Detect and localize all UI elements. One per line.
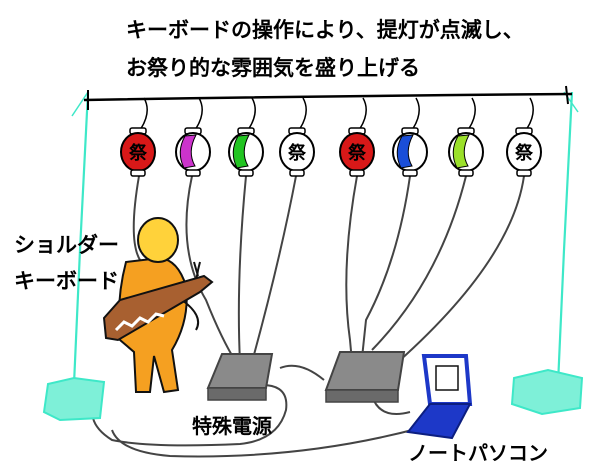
lantern: 祭 — [339, 97, 375, 177]
power-supply-box — [324, 351, 406, 403]
lantern: 祭 — [120, 97, 156, 177]
lantern-stripe — [179, 134, 197, 169]
lantern-string — [139, 97, 148, 131]
title-line-1: キーボードの操作により、提灯が点滅し、 — [126, 18, 524, 42]
lanterns: 祭祭祭祭 — [120, 97, 542, 177]
lantern-bottom — [349, 169, 365, 177]
cable — [397, 175, 525, 363]
lantern — [228, 97, 264, 177]
lantern-string — [467, 97, 476, 131]
lantern-stripe — [232, 134, 250, 169]
pole-base-right — [510, 368, 584, 416]
keyboard-keys — [114, 312, 165, 332]
lantern-character: 祭 — [287, 142, 307, 164]
power-supply-label: 特殊電源 — [192, 414, 272, 438]
title-line-2: お祭り的な雰囲気を盛り上げる — [126, 56, 420, 80]
lantern-bottom — [516, 169, 532, 177]
laptop — [406, 354, 473, 440]
power-box-front — [207, 387, 267, 401]
cable — [279, 364, 325, 381]
lantern: 祭 — [279, 97, 315, 177]
pole-base-left — [42, 376, 106, 422]
keyboard-neck — [193, 261, 199, 277]
cable — [91, 384, 288, 447]
poles — [42, 91, 584, 422]
lantern-string — [358, 97, 367, 131]
lantern-bottom — [289, 169, 305, 177]
lantern-string — [298, 97, 307, 131]
lantern — [392, 97, 428, 177]
lantern-bottom — [402, 169, 418, 177]
performer-arm — [181, 299, 200, 331]
cable — [111, 427, 421, 458]
lantern-string — [247, 97, 256, 131]
laptop-icon — [406, 354, 473, 440]
cable — [345, 175, 358, 363]
lantern — [175, 97, 211, 177]
laptop-window — [435, 365, 459, 391]
power-supply-box — [206, 353, 274, 401]
power-box-front — [325, 389, 399, 403]
lantern — [448, 97, 484, 177]
power-box-top — [206, 353, 274, 389]
pole-brace — [71, 91, 89, 117]
lantern-bottom — [130, 169, 146, 177]
lantern: 祭 — [506, 97, 542, 177]
power-box-top — [324, 351, 406, 391]
rope-end — [565, 85, 569, 105]
performer-head — [137, 217, 179, 263]
lantern-bottom — [238, 169, 254, 177]
shoulder-keyboard-label-1: ショルダー — [14, 233, 119, 257]
cable — [185, 175, 237, 363]
lantern-character: 祭 — [128, 142, 148, 164]
laptop-keyboard — [406, 403, 472, 440]
lantern-stripe — [396, 134, 414, 169]
power-supplies — [206, 351, 406, 403]
lantern-string — [525, 97, 534, 131]
lantern-bottom — [185, 169, 201, 177]
performer-figure — [102, 217, 214, 394]
shoulder-keyboard-label-2: キーボード — [14, 269, 119, 293]
lantern-string — [194, 97, 203, 131]
laptop-label: ノートパソコン — [408, 441, 548, 465]
lantern-string — [411, 97, 420, 131]
lantern-bottom — [458, 169, 474, 177]
lantern-stripe — [452, 134, 470, 169]
rope-line — [83, 92, 573, 102]
lantern-character: 祭 — [347, 142, 367, 164]
pole — [72, 91, 90, 385]
cable — [361, 175, 411, 359]
lantern-character: 祭 — [514, 142, 534, 164]
pole — [556, 91, 574, 385]
performer — [102, 217, 214, 394]
cable — [237, 175, 247, 363]
cable — [132, 175, 141, 261]
cable — [371, 175, 467, 351]
rope — [83, 85, 573, 110]
cable — [251, 175, 297, 363]
